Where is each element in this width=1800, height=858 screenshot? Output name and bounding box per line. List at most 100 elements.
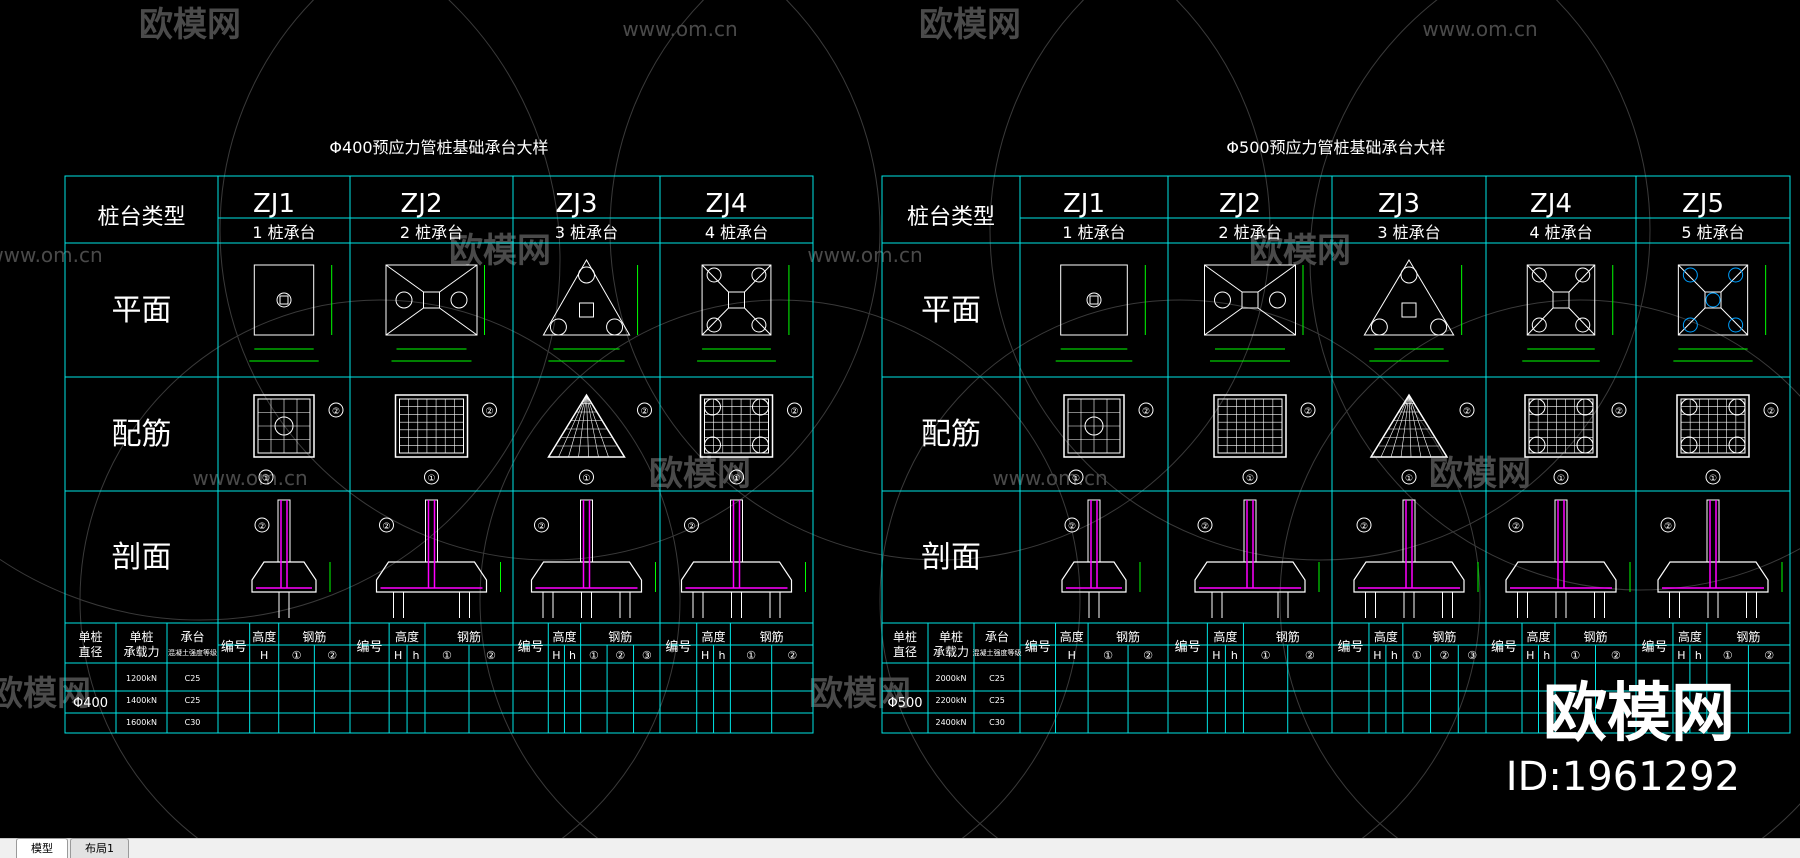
- concrete-cell: C25: [185, 674, 201, 683]
- plan-outline: [1060, 264, 1128, 336]
- section-callout-label: ②: [1360, 522, 1368, 532]
- watermark-url-text: www.om.cn: [192, 466, 307, 490]
- layout-tab-bar: 模型 布局1: [0, 838, 1800, 858]
- pile-circle: [1531, 317, 1547, 333]
- table-header-rebar: 钢筋: [1583, 629, 1607, 644]
- table-header: 单桩: [129, 629, 153, 644]
- table-header-rebar: 钢筋: [457, 629, 481, 644]
- section-outline: [680, 561, 793, 593]
- rebar-callout-label: ②: [1463, 407, 1471, 417]
- corner-label: 桩台类型: [97, 205, 185, 230]
- rebar-callout: [637, 402, 652, 418]
- table-header-rebar: 钢筋: [1116, 629, 1140, 644]
- pile-circle: [1705, 292, 1721, 308]
- table-header-rebar: 钢筋: [608, 629, 632, 644]
- watermark-url-text: www.om.cn: [807, 243, 922, 267]
- section-outline: [1194, 561, 1306, 593]
- column-square: [423, 291, 440, 309]
- table-header-rebar-num: ②: [1764, 649, 1774, 662]
- pile-circle: [704, 398, 721, 416]
- watermark-circle: [1279, 299, 1800, 838]
- table-header-height: 高度: [1678, 629, 1702, 644]
- cap-code: ZJ2: [400, 189, 442, 219]
- pile-circle: [752, 398, 769, 416]
- table-header-h: h: [1391, 649, 1398, 662]
- table-header-code: 编号: [1641, 640, 1667, 655]
- pile-circle: [274, 416, 294, 436]
- section-callout: [254, 517, 270, 533]
- pile-circle: [706, 317, 722, 333]
- watermark-circle: [479, 299, 1081, 838]
- watermark-circle: [79, 299, 681, 838]
- section-callout-label: ②: [1512, 522, 1520, 532]
- pile-circle: [1576, 398, 1594, 416]
- watermark-brand-text: 欧模网: [1249, 231, 1351, 271]
- column-square: [1704, 291, 1722, 309]
- table-header-rebar-num: ②: [1143, 649, 1153, 662]
- row-label: 平面: [921, 293, 981, 328]
- rebar-callout: [424, 469, 439, 485]
- plan-diagonal: [701, 264, 729, 293]
- table-note: 混凝土强度等级: [168, 648, 217, 657]
- table-header-rebar-num: ①: [442, 649, 452, 662]
- table-header-rebar-num: ①: [1570, 649, 1580, 662]
- plan-diagonal: [1568, 307, 1596, 336]
- table-header-code: 编号: [1491, 640, 1517, 655]
- cap-description: 4 桩承台: [705, 223, 768, 242]
- table-header-code: 编号: [518, 640, 544, 655]
- table-header-H: H: [552, 649, 560, 662]
- rebar-callout: [1068, 469, 1084, 485]
- tab-layout1[interactable]: 布局1: [70, 838, 129, 858]
- section-callout: [1197, 517, 1213, 533]
- column-square: [1089, 295, 1099, 305]
- rebar-callout-label: ②: [1304, 407, 1312, 417]
- section-callout-label: ②: [1068, 522, 1076, 532]
- watermark-circle: [0, 0, 561, 621]
- plan-diagonal: [701, 307, 729, 336]
- table-header-rebar: 钢筋: [1736, 629, 1760, 644]
- rebar-callout-label: ①: [1709, 474, 1717, 484]
- watermark-url-text: www.om.cn: [0, 243, 103, 267]
- pile-circle: [1728, 436, 1746, 454]
- rebar-callout-label: ②: [790, 407, 798, 417]
- table-header-code: 编号: [1025, 640, 1051, 655]
- cap-code: ZJ3: [555, 189, 597, 219]
- rebar-callout-label: ①: [1557, 474, 1565, 484]
- rebar-line: [578, 394, 587, 458]
- table-header-height: 高度: [1526, 629, 1550, 644]
- rebar-line: [1390, 394, 1410, 458]
- rebar-callout: [1401, 469, 1417, 485]
- rebar-callout: [1138, 402, 1154, 418]
- pile-circle: [276, 292, 292, 308]
- pile-circle: [1728, 317, 1744, 333]
- pile-circle: [1728, 398, 1746, 416]
- rebar-callout-label: ①: [732, 474, 740, 484]
- row-label: 配筋: [112, 417, 172, 452]
- cap-code: ZJ4: [1530, 189, 1572, 219]
- watermark-url-text: www.om.cn: [992, 466, 1107, 490]
- pile-circle: [1086, 292, 1102, 308]
- concrete-cell: C30: [185, 718, 201, 727]
- table-header-rebar-num: ①: [746, 649, 756, 662]
- table-header: 直径: [78, 645, 102, 659]
- table-header: 单桩: [893, 629, 917, 644]
- watermark-brand-text: 欧模网: [919, 5, 1021, 45]
- rebar-line: [1408, 394, 1432, 458]
- rebar-inner: [1217, 398, 1283, 454]
- rebar-callout: [1611, 402, 1627, 418]
- rebar-callout-label: ①: [427, 474, 435, 484]
- cap-description: 5 桩承台: [1681, 223, 1744, 242]
- rebar-outline: [394, 394, 469, 458]
- table-header-H: H: [260, 649, 268, 662]
- rebar-callout-label: ②: [1615, 407, 1623, 417]
- tab-model[interactable]: 模型: [16, 838, 68, 858]
- column-square: [728, 291, 745, 309]
- rebar-line: [1408, 394, 1422, 458]
- row-label: 剖面: [921, 540, 981, 575]
- sheet-frame: [64, 175, 814, 734]
- column-stub: [1706, 499, 1720, 563]
- watermark-url-text: www.om.cn: [1422, 17, 1537, 41]
- table-note: 混凝土强度等级: [973, 648, 1022, 657]
